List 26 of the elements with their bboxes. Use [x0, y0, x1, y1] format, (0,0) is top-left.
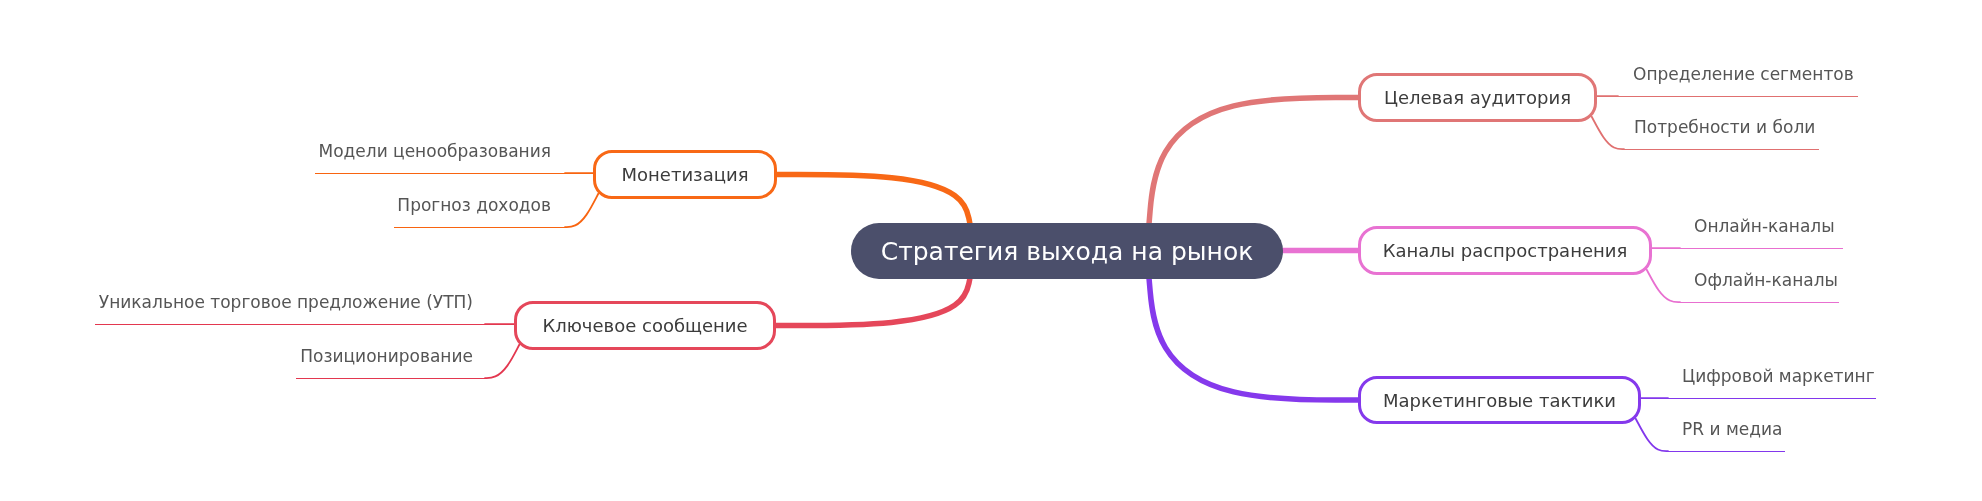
connector-line [1590, 115, 1625, 150]
topic-node: Ключевое сообщение [514, 301, 776, 350]
central-topic: Стратегия выхода на рынок [851, 223, 1283, 279]
subtopic-label: Потребности и боли [1624, 117, 1819, 150]
connector-line [1651, 247, 1681, 249]
connector-line [564, 192, 600, 228]
connector-line [1596, 95, 1619, 97]
connector-line [484, 323, 515, 325]
topic-node: Целевая аудитория [1358, 73, 1597, 122]
topic-node: Монетизация [593, 150, 777, 199]
subtopic-label: Офлайн-каналы [1680, 270, 1839, 303]
connector-line [1634, 417, 1669, 452]
connector-line [1640, 397, 1669, 399]
subtopic-label: Онлайн-каналы [1680, 216, 1843, 249]
subtopic-label: Прогноз доходов [394, 195, 565, 228]
topic-node: Каналы распространения [1358, 226, 1652, 275]
topic-node: Маркетинговые тактики [1358, 376, 1641, 424]
subtopic-label: Определение сегментов [1618, 64, 1858, 97]
connector-line [564, 172, 594, 174]
subtopic-label: Модели ценообразования [315, 141, 565, 174]
subtopic-label: PR и медиа [1668, 419, 1785, 452]
subtopic-label: Уникальное торговое предложение (УТП) [95, 292, 485, 325]
subtopic-label: Позиционирование [296, 346, 485, 379]
connector-line [1645, 268, 1681, 303]
subtopic-label: Цифровой маркетинг [1668, 366, 1876, 399]
connector-line [484, 343, 521, 379]
